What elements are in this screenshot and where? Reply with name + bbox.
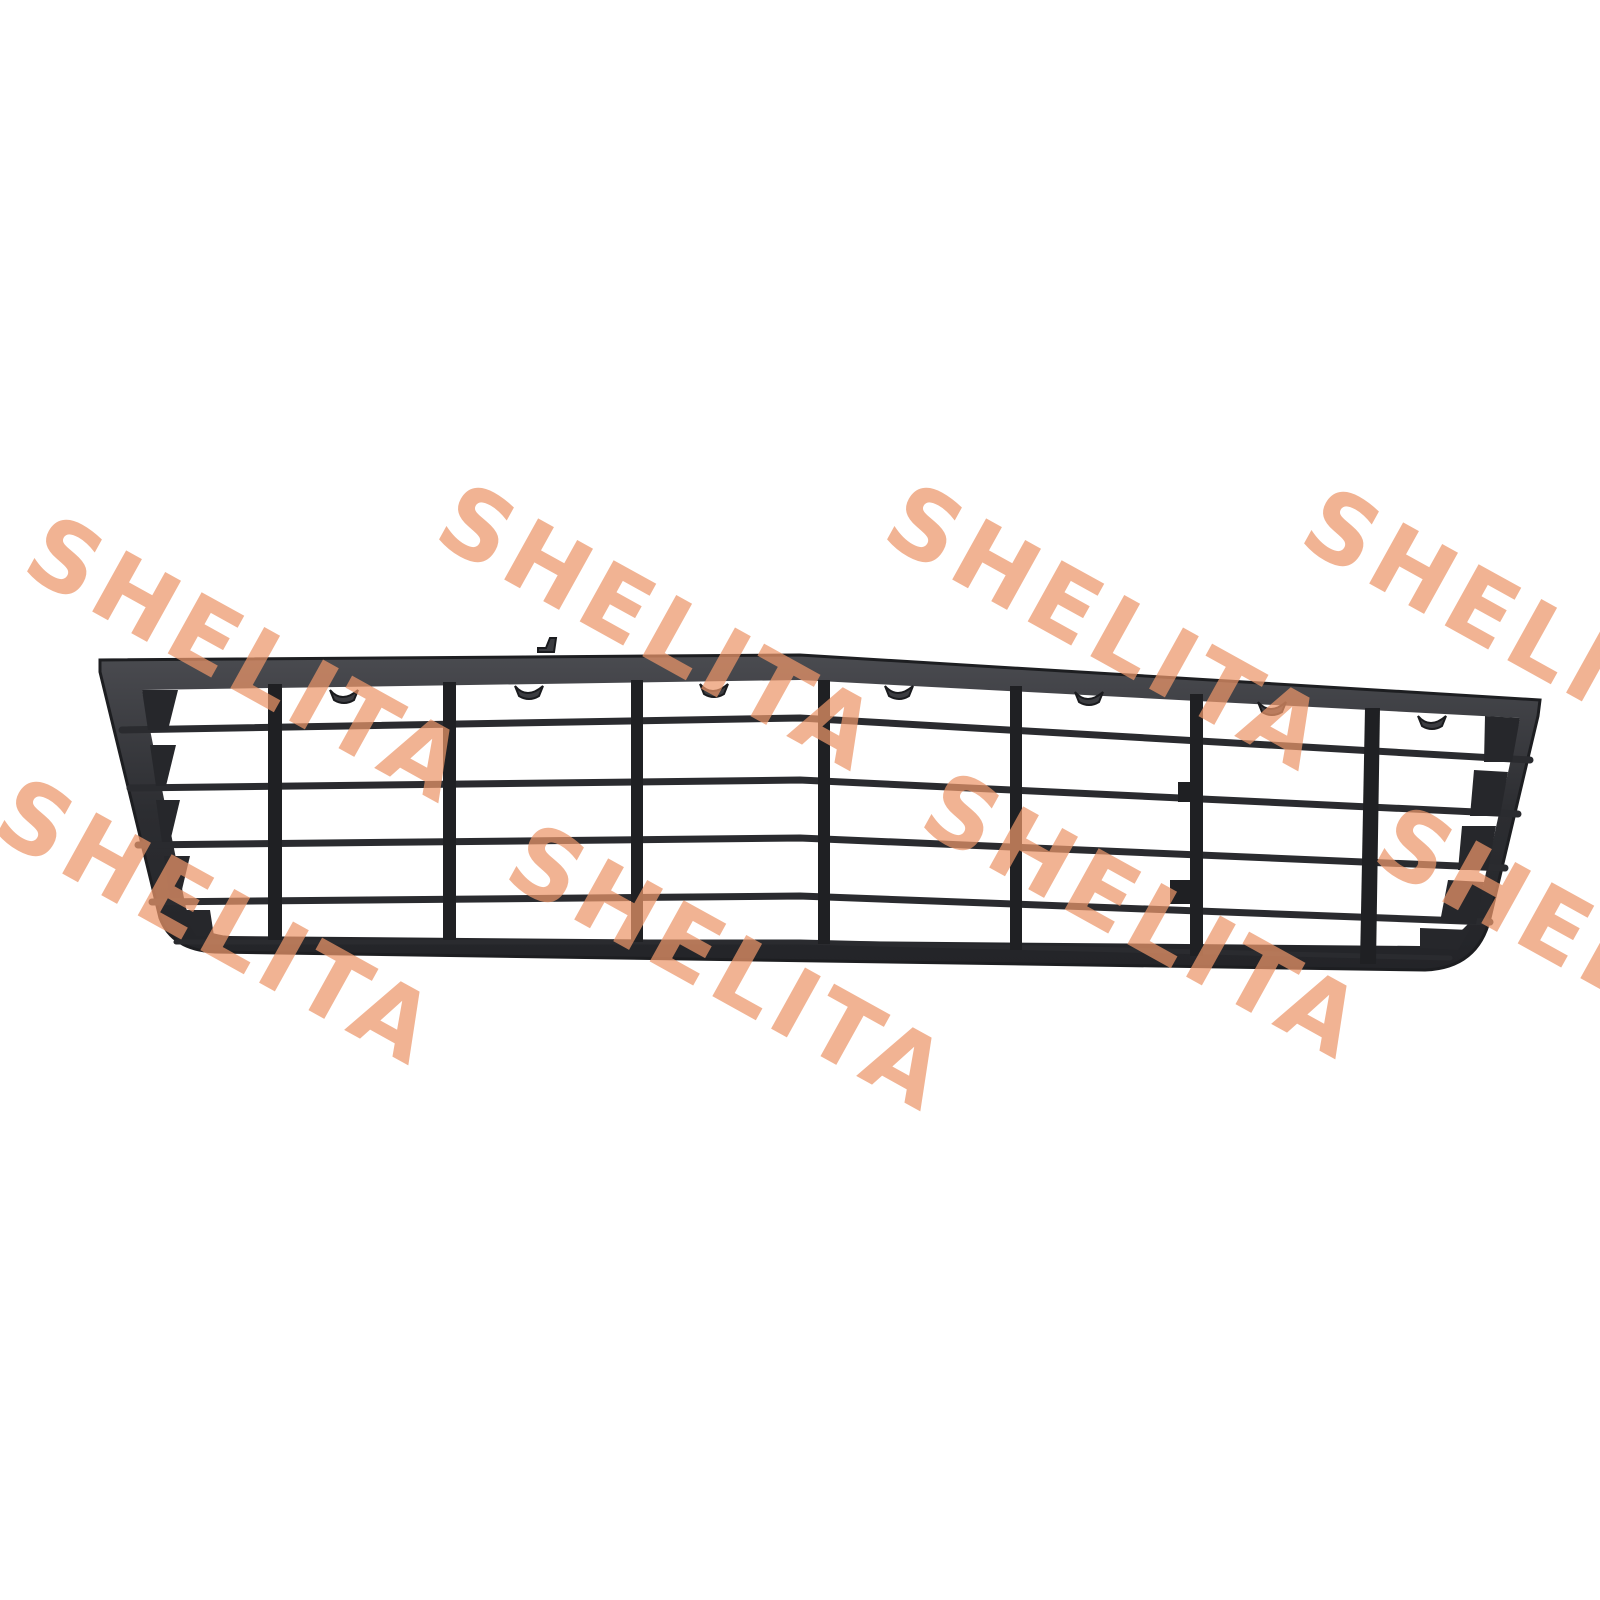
- slat-2: [126, 776, 1522, 818]
- slat-3: [134, 834, 1509, 872]
- mounting-clips: [329, 637, 1447, 730]
- slat-5: [173, 939, 1453, 961]
- clip-top-tab: [537, 637, 558, 653]
- grille-inner-opening: [142, 680, 1520, 946]
- rib-tabs: [1170, 782, 1192, 904]
- slat-4: [148, 892, 1494, 926]
- slat-1: [118, 714, 1534, 764]
- clip-5: [1074, 691, 1104, 706]
- rib-4: [818, 680, 830, 944]
- left-side-louvres: [142, 690, 214, 936]
- clip-6: [1257, 701, 1287, 716]
- rib-5: [1010, 686, 1022, 950]
- clip-7: [1417, 715, 1447, 730]
- horizontal-slats: [118, 714, 1534, 961]
- vertical-ribs: [268, 680, 1380, 964]
- clip-4: [884, 685, 914, 700]
- clip-3: [699, 683, 729, 698]
- right-side-louvres: [1420, 716, 1520, 950]
- rib-1: [268, 684, 282, 940]
- rib-3: [631, 680, 643, 942]
- clip-2: [514, 685, 544, 700]
- clip-1: [329, 689, 359, 704]
- rib-7: [1360, 708, 1380, 964]
- rib-2: [443, 682, 456, 940]
- rib-6: [1190, 694, 1203, 956]
